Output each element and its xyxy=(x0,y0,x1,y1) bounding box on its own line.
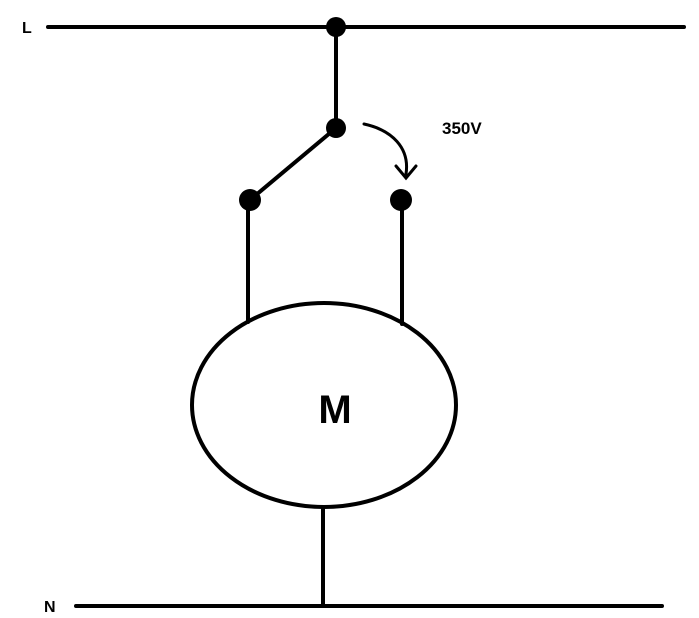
line-rail-label: L xyxy=(22,20,32,37)
neutral-rail-label: N xyxy=(44,599,56,616)
switch-direction-arrow xyxy=(362,122,409,176)
switch-direction-arrowhead xyxy=(394,164,418,181)
motor-label: M xyxy=(318,388,351,432)
switch-blade xyxy=(248,126,338,202)
voltage-label: 350V xyxy=(442,119,482,138)
